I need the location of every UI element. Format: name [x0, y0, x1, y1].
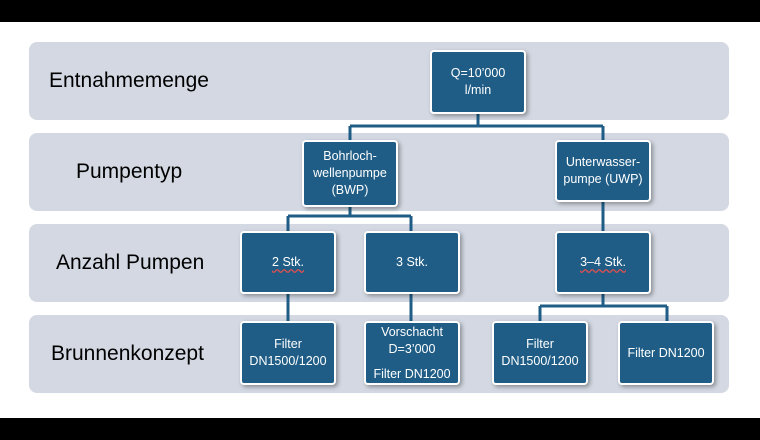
- node-q-text: Q=10’000 l/min: [450, 66, 506, 97]
- node-filter-c-text: Filter DN1200: [627, 345, 705, 360]
- node-uwp-text: Unterwasser- pumpe (UWP): [563, 155, 643, 186]
- node-q: Q=10’000 l/min: [430, 50, 526, 114]
- bottom-black-bar: [0, 418, 760, 440]
- node-vorschacht: Vorschacht D=3’000 Filter DN1200: [364, 321, 460, 385]
- node-2stk: 2 Stk.: [240, 231, 336, 294]
- row-label-anzahl-pumpen: Anzahl Pumpen: [56, 251, 205, 274]
- row-label-entnahmemenge: Entnahmemenge: [49, 69, 209, 92]
- node-filter-c: Filter DN1200: [618, 321, 714, 385]
- node-3stk-text: 3 Stk.: [396, 255, 428, 269]
- top-black-bar: [0, 0, 760, 22]
- node-bwp: Bohrloch- wellenpumpe (BWP): [302, 140, 398, 207]
- node-vorschacht-text-1: Vorschacht D=3’000: [381, 324, 443, 356]
- node-filter-a-text: Filter DN1500/1200: [249, 337, 327, 368]
- node-34stk: 3–4 Stk.: [555, 231, 651, 294]
- row-label-pumpentyp: Pumpentyp: [76, 160, 183, 183]
- row-label-brunnenkonzept: Brunnenkonzept: [51, 342, 204, 365]
- node-filter-a: Filter DN1500/1200: [240, 321, 336, 385]
- row-entnahmemenge: Entnahmemenge: [29, 42, 729, 120]
- node-2stk-text: 2 Stk.: [272, 255, 304, 269]
- node-3stk: 3 Stk.: [364, 231, 460, 294]
- node-vorschacht-text-2: Filter DN1200: [373, 366, 451, 381]
- node-34stk-text: 3–4 Stk.: [580, 255, 626, 269]
- node-filter-b: Filter DN1500/1200: [492, 321, 588, 385]
- node-uwp: Unterwasser- pumpe (UWP): [555, 140, 651, 202]
- node-bwp-text: Bohrloch- wellenpumpe (BWP): [313, 149, 387, 197]
- node-filter-b-text: Filter DN1500/1200: [501, 337, 579, 368]
- node-vorschacht-content: Vorschacht D=3’000 Filter DN1200: [373, 324, 450, 383]
